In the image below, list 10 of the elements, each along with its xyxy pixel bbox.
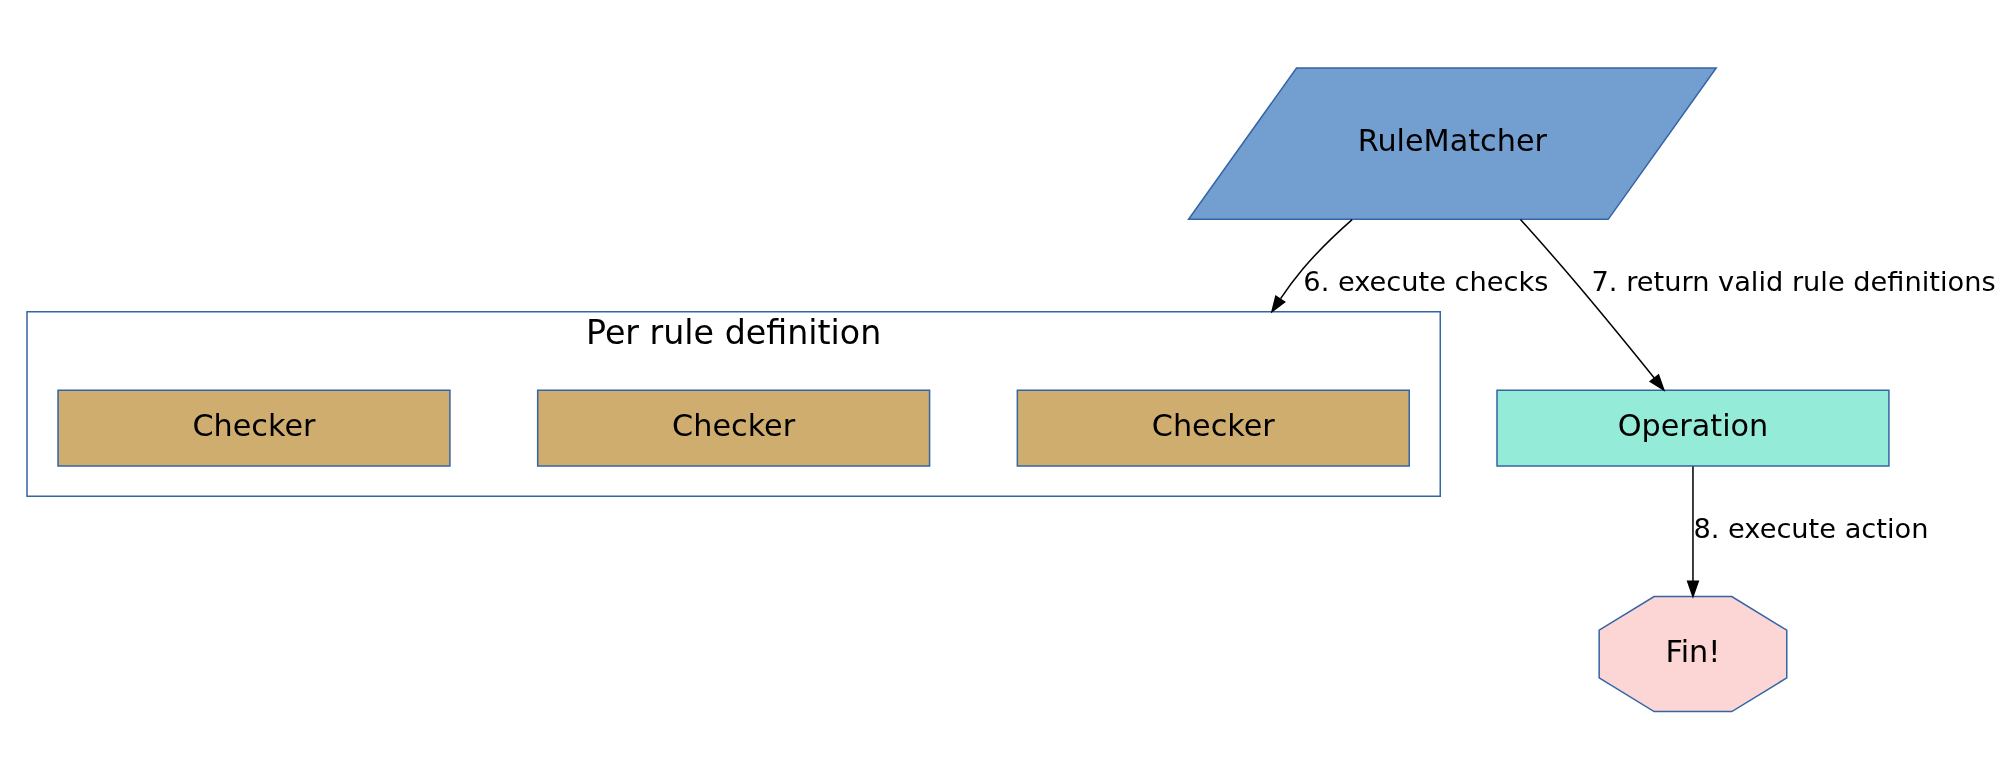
node-box: Checker bbox=[536, 389, 931, 467]
node-box: Checker bbox=[57, 389, 451, 467]
arrow bbox=[1519, 218, 1666, 392]
node-box: Checker bbox=[1016, 389, 1410, 467]
edge-label: 6. execute checks bbox=[1303, 266, 1549, 298]
node-box: Operation bbox=[1496, 389, 1890, 467]
arrow bbox=[1270, 218, 1353, 314]
edge-label: 7. return valid rule definitions bbox=[1591, 266, 1996, 298]
edge-label: 8. execute action bbox=[1693, 512, 1929, 544]
arrow bbox=[1686, 465, 1700, 599]
